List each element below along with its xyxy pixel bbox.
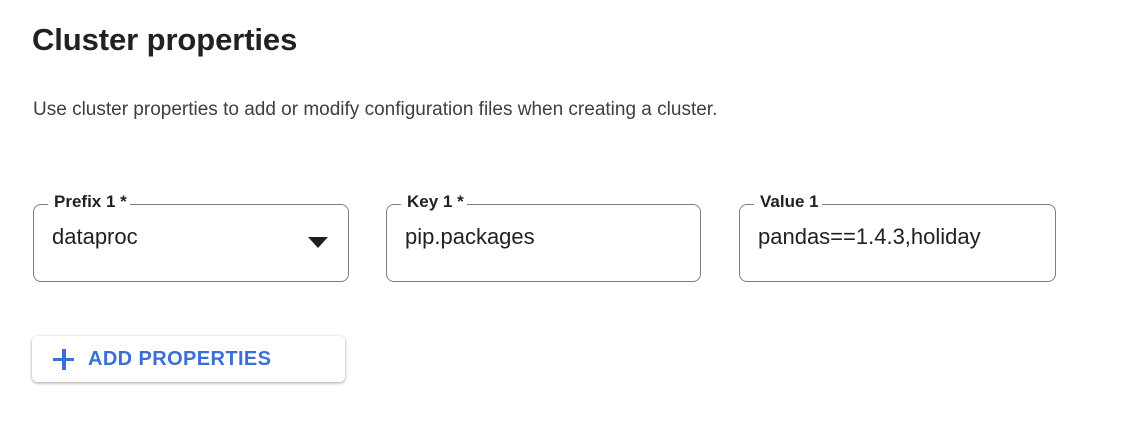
page-description: Use cluster properties to add or modify … <box>33 99 718 120</box>
key-1-input[interactable]: pip.packages <box>405 224 535 249</box>
value-1-input[interactable]: pandas==1.4.3,holiday <box>758 224 981 249</box>
add-properties-button[interactable]: ADD PROPERTIES <box>32 336 345 382</box>
value-1-field[interactable]: Value 1 pandas==1.4.3,holiday <box>739 191 1056 282</box>
value-1-label: Value 1 <box>757 191 822 213</box>
key-1-field[interactable]: Key 1 * pip.packages <box>386 191 701 282</box>
page-title: Cluster properties <box>32 22 298 57</box>
chevron-down-icon[interactable] <box>308 237 328 248</box>
prefix-1-label: Prefix 1 * <box>51 191 130 213</box>
prefix-1-select[interactable]: Prefix 1 * dataproc <box>33 191 349 282</box>
add-properties-label: ADD PROPERTIES <box>88 348 272 370</box>
prefix-1-value[interactable]: dataproc <box>52 224 138 249</box>
key-1-label: Key 1 * <box>404 191 467 213</box>
plus-icon <box>53 348 74 370</box>
